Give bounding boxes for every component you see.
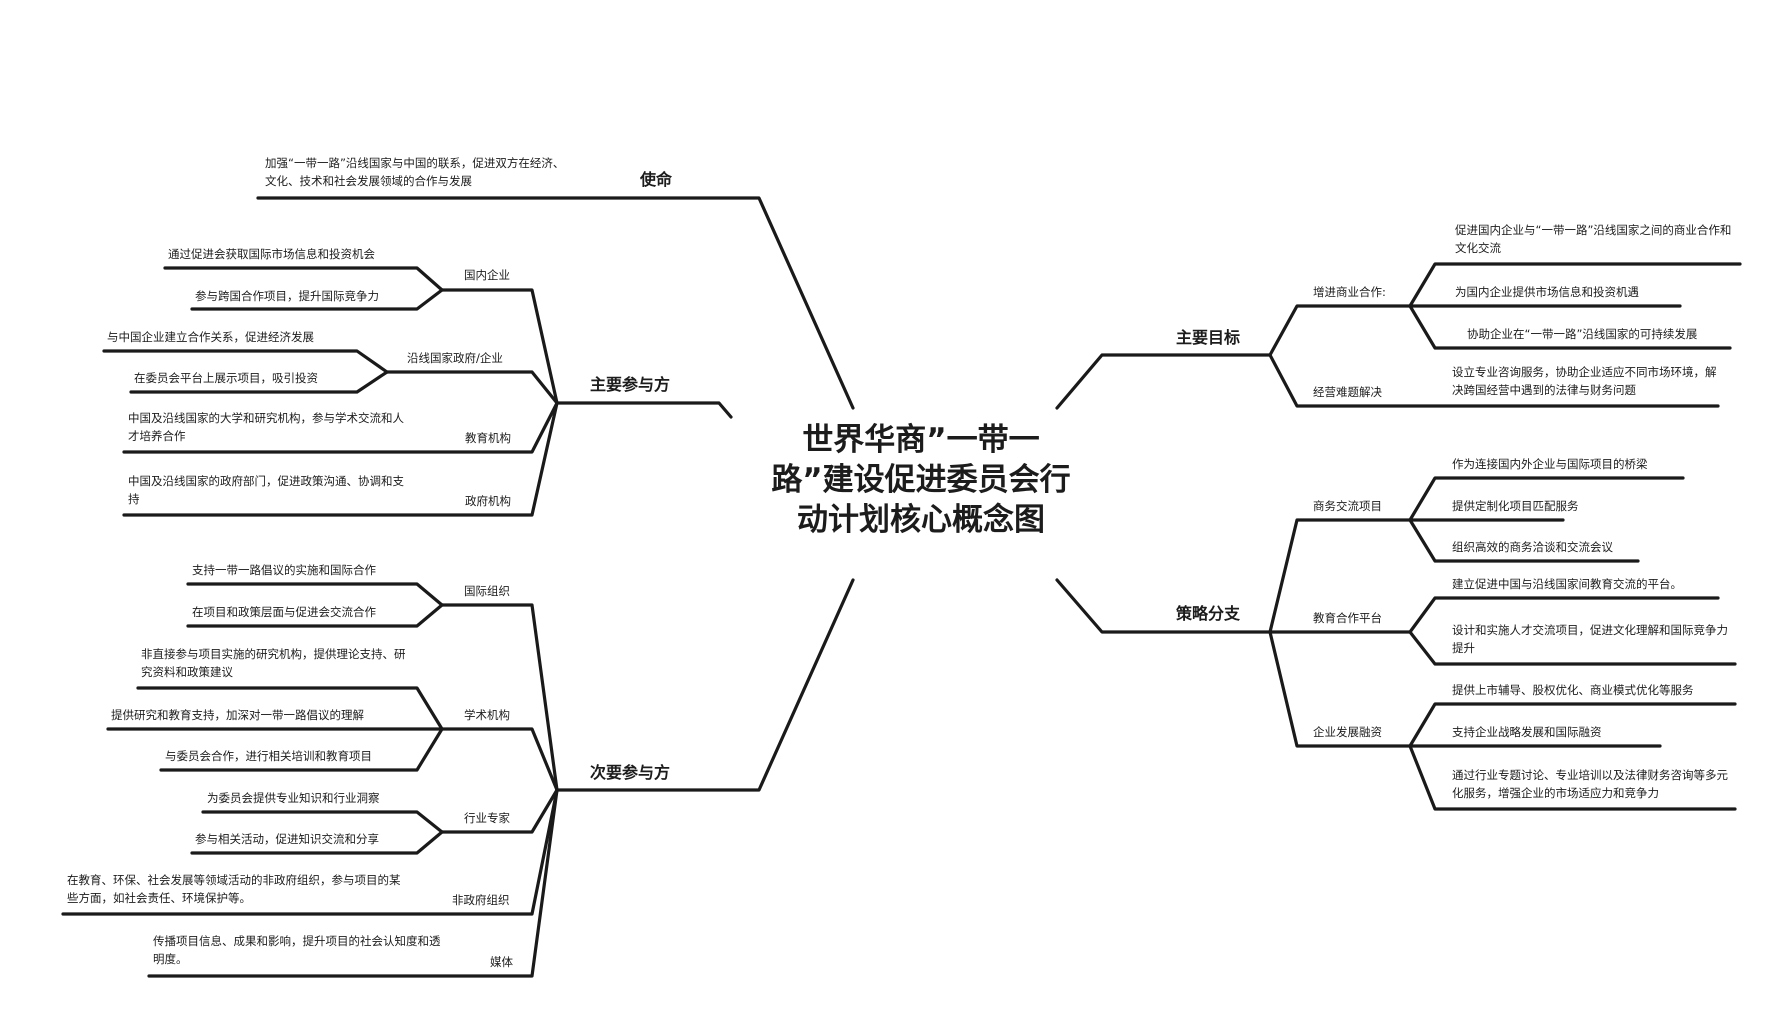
connector-domestic-item1 — [163, 266, 444, 292]
domestic-item-1: 通过促进会获取国际市场信息和投资机会 — [168, 247, 375, 261]
problems-desc: 设立专业咨询服务，协助企业适应不同市场环境，解决跨国经营中遇到的法律与财务问题 — [1452, 365, 1717, 397]
secondary-label: 次要参与方 — [590, 763, 671, 782]
connector-secondary-media — [147, 788, 559, 978]
goals-label: 主要目标 — [1176, 328, 1241, 347]
exchange-item-1: 作为连接国内外企业与国际项目的桥梁 — [1452, 457, 1648, 471]
exchange-item-2: 提供定制化项目匹配服务 — [1452, 499, 1579, 513]
connector-business-item3 — [1408, 304, 1732, 350]
experts-item-2: 参与相关活动，促进知识交流和分享 — [195, 832, 379, 846]
alongside-item-2: 在委员会平台上展示项目，吸引投资 — [134, 371, 318, 385]
mission-label: 使命 — [640, 170, 673, 189]
connector-academic-item1 — [136, 686, 444, 731]
business-item-1: 促进国内企业与“一带一路”沿线国家之间的商业合作和文化交流 — [1455, 223, 1732, 255]
connector-center-primary — [555, 401, 733, 419]
connector-financing-item3 — [1408, 744, 1737, 811]
academic-item-3: 与委员会合作，进行相关培训和教育项目 — [165, 749, 372, 763]
government-label: 政府机构 — [465, 494, 511, 508]
connector-exchange-item3 — [1408, 518, 1640, 563]
alongside-item-1: 与中国企业建立合作关系，促进经济发展 — [107, 330, 314, 344]
media-desc: 传播项目信息、成果和影响，提升项目的社会认知度和透明度。 — [153, 934, 441, 966]
academic-item-1: 非直接参与项目实施的研究机构，提供理论支持、研究资料和政策建议 — [141, 647, 406, 679]
financing-item-1: 提供上市辅导、股权优化、商业模式优化等服务 — [1452, 683, 1694, 697]
exchange-item-3: 组织高效的商务洽谈和交流会议 — [1452, 540, 1613, 554]
experts-item-1: 为委员会提供专业知识和行业洞察 — [207, 791, 380, 805]
edu-platform-label: 教育合作平台 — [1313, 611, 1382, 625]
connector-financing-item1 — [1408, 702, 1737, 748]
connector-edu-item2 — [1408, 630, 1737, 666]
connector-strategy-exchange — [1268, 518, 1412, 634]
connector-primary-domestic — [440, 288, 559, 405]
mission-desc: 加强“一带一路”沿线国家与中国的联系，促进双方在经济、文化、技术和社会发展领域的… — [265, 156, 565, 188]
connector-academic-item3 — [159, 727, 444, 772]
connector-secondary-intl — [440, 603, 559, 792]
business-item-2: 为国内企业提供市场信息和投资机遇 — [1455, 285, 1639, 299]
connector-edu-item1 — [1408, 596, 1720, 634]
financing-item-2: 支持企业战略发展和国际融资 — [1452, 725, 1602, 739]
domestic-item-2: 参与跨国合作项目，提升国际竞争力 — [195, 289, 379, 303]
connector-business-item1 — [1408, 262, 1742, 308]
connector-goals-problems — [1268, 353, 1720, 408]
intl-org-item-1: 支持一带一路倡议的实施和国际合作 — [192, 563, 376, 577]
connector-center-secondary — [555, 578, 855, 792]
academic-label: 学术机构 — [464, 708, 510, 722]
intl-org-item-2: 在项目和政策层面与促进会交流合作 — [192, 605, 376, 619]
connector-alongside-item2 — [129, 370, 389, 394]
connector-strategy-financing — [1268, 630, 1412, 748]
financing-item-3: 通过行业专题讨论、专业培训以及法律财务咨询等多元化服务，增强企业的市场适应力和竞… — [1452, 768, 1728, 800]
ngo-desc: 在教育、环保、社会发展等领域活动的非政府组织，参与项目的某些方面，如社会责任、环… — [67, 873, 401, 905]
ngo-label: 非政府组织 — [452, 893, 510, 907]
primary-label: 主要参与方 — [590, 375, 671, 394]
center-title: 世界华商”一带一路”建设促进委员会行动计划核心概念图 — [771, 422, 1071, 538]
media-label: 媒体 — [490, 955, 513, 969]
education-label: 教育机构 — [465, 431, 511, 445]
edu-platform-item-1: 建立促进中国与沿线国家间教育交流的平台。 — [1452, 577, 1682, 591]
connector-primary-education — [122, 401, 559, 454]
connector-center-mission — [256, 196, 855, 410]
connector-experts-item2 — [190, 830, 444, 855]
edu-platform-item-2: 设计和实施人才交流项目，促进文化理解和国际竞争力提升 — [1452, 623, 1728, 655]
experts-label: 行业专家 — [464, 811, 510, 825]
connector-secondary-ngo — [61, 788, 559, 916]
academic-item-2: 提供研究和教育支持，加深对一带一路倡议的理解 — [111, 708, 364, 722]
connector-domestic-item2 — [190, 288, 444, 311]
connector-center-strategy — [1055, 578, 1272, 634]
connector-center-goals — [1055, 353, 1272, 410]
connector-intl-item1 — [186, 582, 444, 607]
business-item-3: 协助企业在“一带一路”沿线国家的可持续发展 — [1467, 327, 1698, 341]
education-desc: 中国及沿线国家的大学和研究机构，参与学术交流和人才培养合作 — [128, 411, 404, 443]
government-desc: 中国及沿线国家的政府部门，促进政策沟通、协调和支持 — [128, 474, 404, 506]
problems-label: 经营难题解决 — [1313, 385, 1382, 399]
business-label: 增进商业合作: — [1313, 285, 1386, 299]
exchange-label: 商务交流项目 — [1313, 499, 1382, 513]
connector-primary-government — [122, 401, 559, 517]
connector-intl-item2 — [186, 603, 444, 628]
connector-exchange-item1 — [1408, 476, 1685, 522]
strategy-label: 策略分支 — [1176, 604, 1241, 623]
intl-org-label: 国际组织 — [464, 584, 510, 598]
alongside-label: 沿线国家政府/企业 — [407, 351, 503, 365]
connector-secondary-experts — [440, 788, 559, 834]
domestic-label: 国内企业 — [464, 268, 510, 282]
connector-goals-business — [1268, 304, 1412, 357]
connector-secondary-academic — [440, 727, 559, 792]
connector-alongside-item1 — [102, 349, 389, 374]
connector-experts-item1 — [201, 810, 444, 834]
connector-primary-alongside — [385, 370, 559, 405]
financing-label: 企业发展融资 — [1313, 725, 1382, 739]
